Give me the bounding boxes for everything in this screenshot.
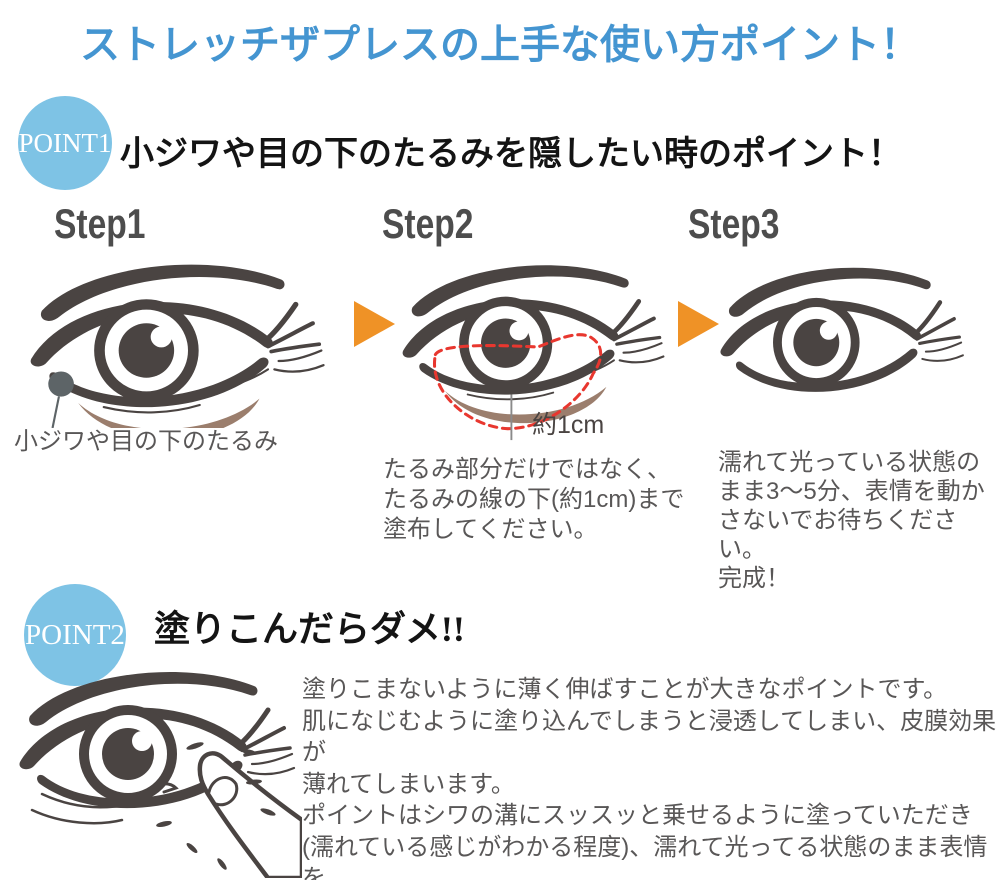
eye-illustration-step1 [12,250,332,428]
application-zone-dashed-outline [432,333,603,431]
finger-icon [197,751,302,878]
step2-label: Step2 [382,200,474,247]
point1-badge-label: POINT1 [18,127,112,158]
point2-badge: POINT2 [24,584,126,686]
eye-illustration-step3 [705,255,970,410]
next-arrow-icon [354,301,395,347]
page-title: ストレッチザプレスの上手な使い方ポイント！ [80,22,920,67]
annotation-1cm: 約1cm [532,411,605,439]
eye-with-finger-illustration [2,658,302,878]
sag-pointer-dot [48,371,74,397]
step2-caption: たるみ部分だけではなく、 たるみの線の下(約1cm)まで 塗布してください。 [383,456,685,543]
point2-badge-label: POINT2 [25,618,125,651]
step1-caption: 小ジワや目の下のたるみ [14,428,278,455]
point1-badge: POINT1 [18,96,112,190]
point1-heading: 小ジワや目の下のたるみを隠したい時のポイント！ [120,136,902,173]
step3-label: Step3 [688,200,780,247]
point2-heading: 塗りこんだらダメ!! [154,609,465,649]
step1-label: Step1 [54,200,146,247]
dab-marks [156,742,276,870]
point2-body-text: 塗りこまないように薄く伸ばすことが大きなポイントです。 肌になじむように塗り込ん… [302,676,997,880]
eye-illustration-step2: 約1cm [386,252,671,442]
next-arrow-icon [678,301,719,347]
step3-caption: 濡れて光っている状態の まま3〜5分、表情を動か さないでお待ちください。 完成… [718,449,985,592]
